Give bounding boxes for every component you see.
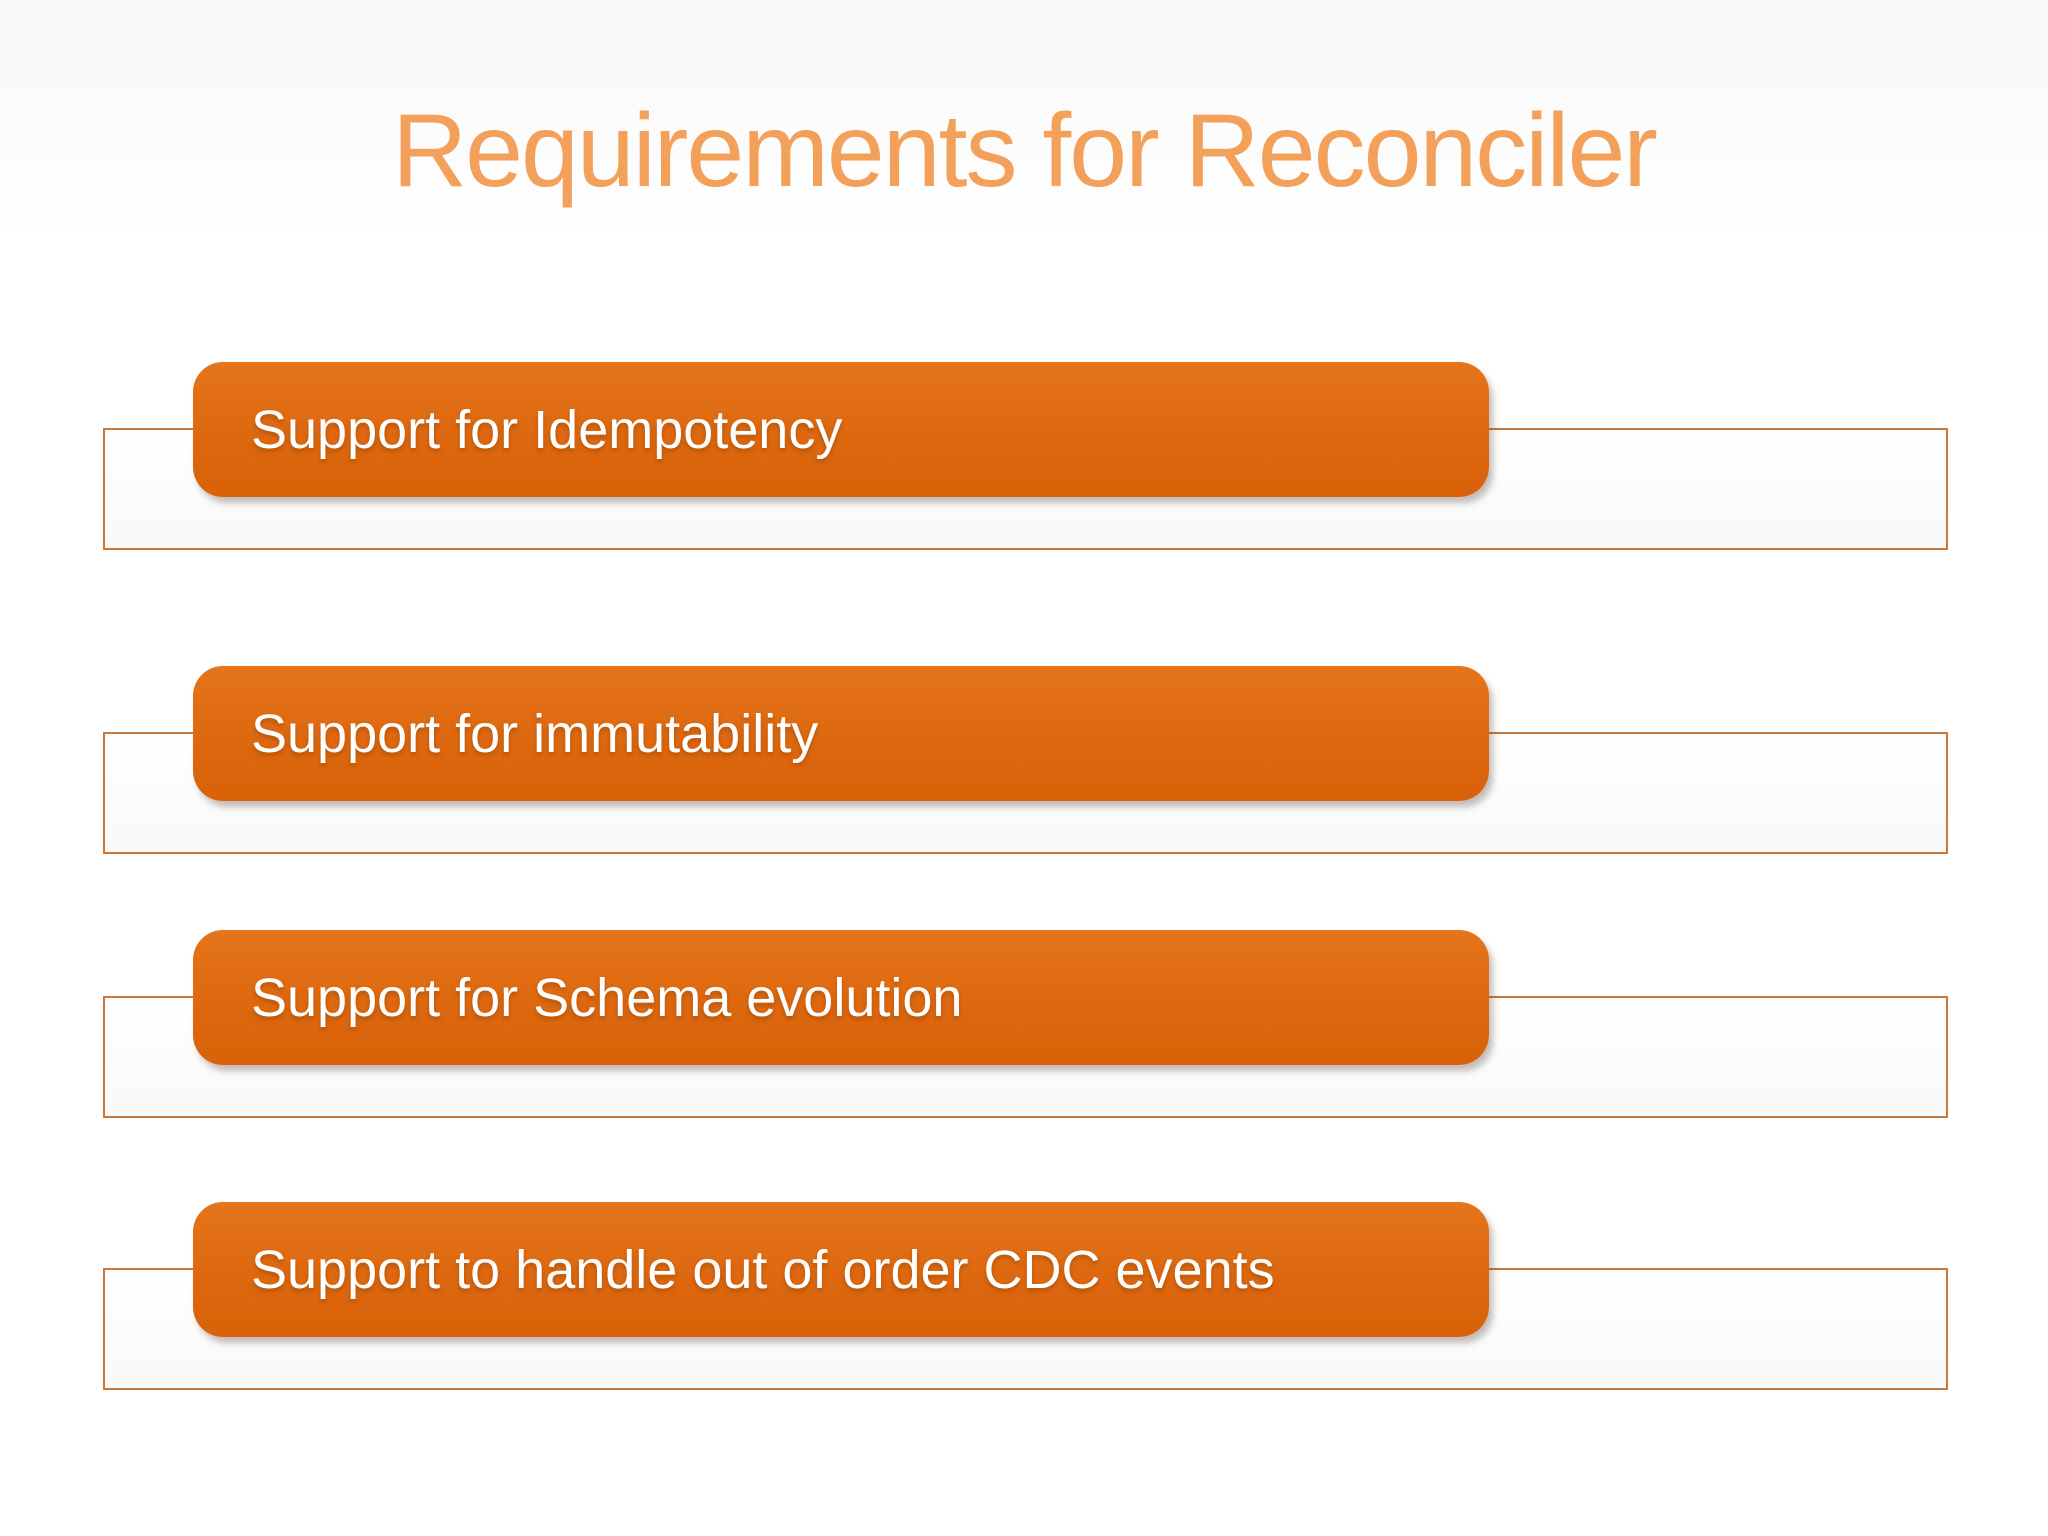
item-label: Support for immutability <box>251 703 819 764</box>
item-bar: Support for Idempotency <box>193 362 1489 497</box>
item-bar: Support to handle out of order CDC event… <box>193 1202 1489 1337</box>
item-label: Support for Schema evolution <box>251 967 963 1028</box>
item-label: Support to handle out of order CDC event… <box>251 1239 1275 1300</box>
item-bar: Support for immutability <box>193 666 1489 801</box>
item-label: Support for Idempotency <box>251 399 843 460</box>
item-bar: Support for Schema evolution <box>193 930 1489 1065</box>
slide-title: Requirements for Reconciler <box>392 93 1658 209</box>
